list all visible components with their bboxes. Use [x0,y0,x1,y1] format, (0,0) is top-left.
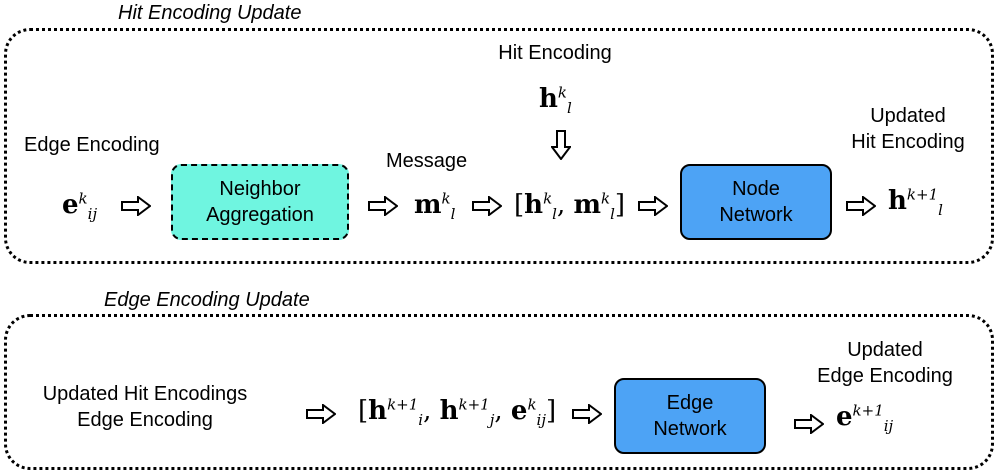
updated-hit-line-1: Updated [870,105,946,127]
edge-panel [4,314,994,470]
edge-inputs-line-1: Updated Hit Encodings [42,383,248,405]
right-arrow-icon [472,196,502,216]
right-arrow-icon [846,196,876,216]
edge-panel-title: Edge Encoding Update [104,289,310,311]
right-arrow-icon [638,196,668,216]
neighbor-aggregation-block: Neighbor Aggregation [171,164,349,240]
updated-edge-line-2: Edge Encoding [817,365,953,387]
down-arrow-icon [551,130,571,160]
node-block-line-1: Node [732,178,780,200]
edge-block-line-2: Network [653,418,727,440]
hit-panel [4,28,994,264]
edge-network-block: Edge Network [614,378,766,454]
node-network-block: Node Network [680,164,832,240]
right-arrow-icon [794,414,824,434]
edge-encoding-symbol: ekij [62,189,98,224]
edge-inputs-line-2: Edge Encoding [77,409,213,431]
updated-edge-line-1: Updated [847,339,923,361]
updated-hit-encoding-label: Updated Hit Encoding [834,103,982,155]
message-label: Message [386,150,468,172]
updated-hit-symbol: hk+1l [888,185,943,220]
hit-encoding-symbol: hkl [539,83,572,118]
neighbor-block-line-2: Aggregation [206,204,314,226]
updated-edge-encoding-label: Updated Edge Encoding [800,337,970,389]
neighbor-block-line-1: Neighbor [219,178,301,200]
edge-inputs-label: Updated Hit Encodings Edge Encoding [20,381,270,433]
hit-encoding-label: Hit Encoding [498,42,612,64]
node-block-line-2: Network [719,204,793,226]
right-arrow-icon [368,196,398,216]
right-arrow-icon [572,404,602,424]
edge-block-line-1: Edge [666,392,714,414]
updated-hit-line-2: Hit Encoding [851,131,965,153]
right-arrow-icon [306,404,336,424]
edge-encoding-label: Edge Encoding [24,134,160,156]
concat-hits-edge-symbol: [hk+1i, hk+1j, ekij] [358,395,557,430]
concat-hit-message-symbol: [hkl, mkl] [514,189,626,224]
right-arrow-icon [121,196,151,216]
message-symbol: mkl [414,189,456,224]
hit-panel-title: Hit Encoding Update [118,2,302,24]
updated-edge-symbol: ek+1ij [836,401,894,436]
